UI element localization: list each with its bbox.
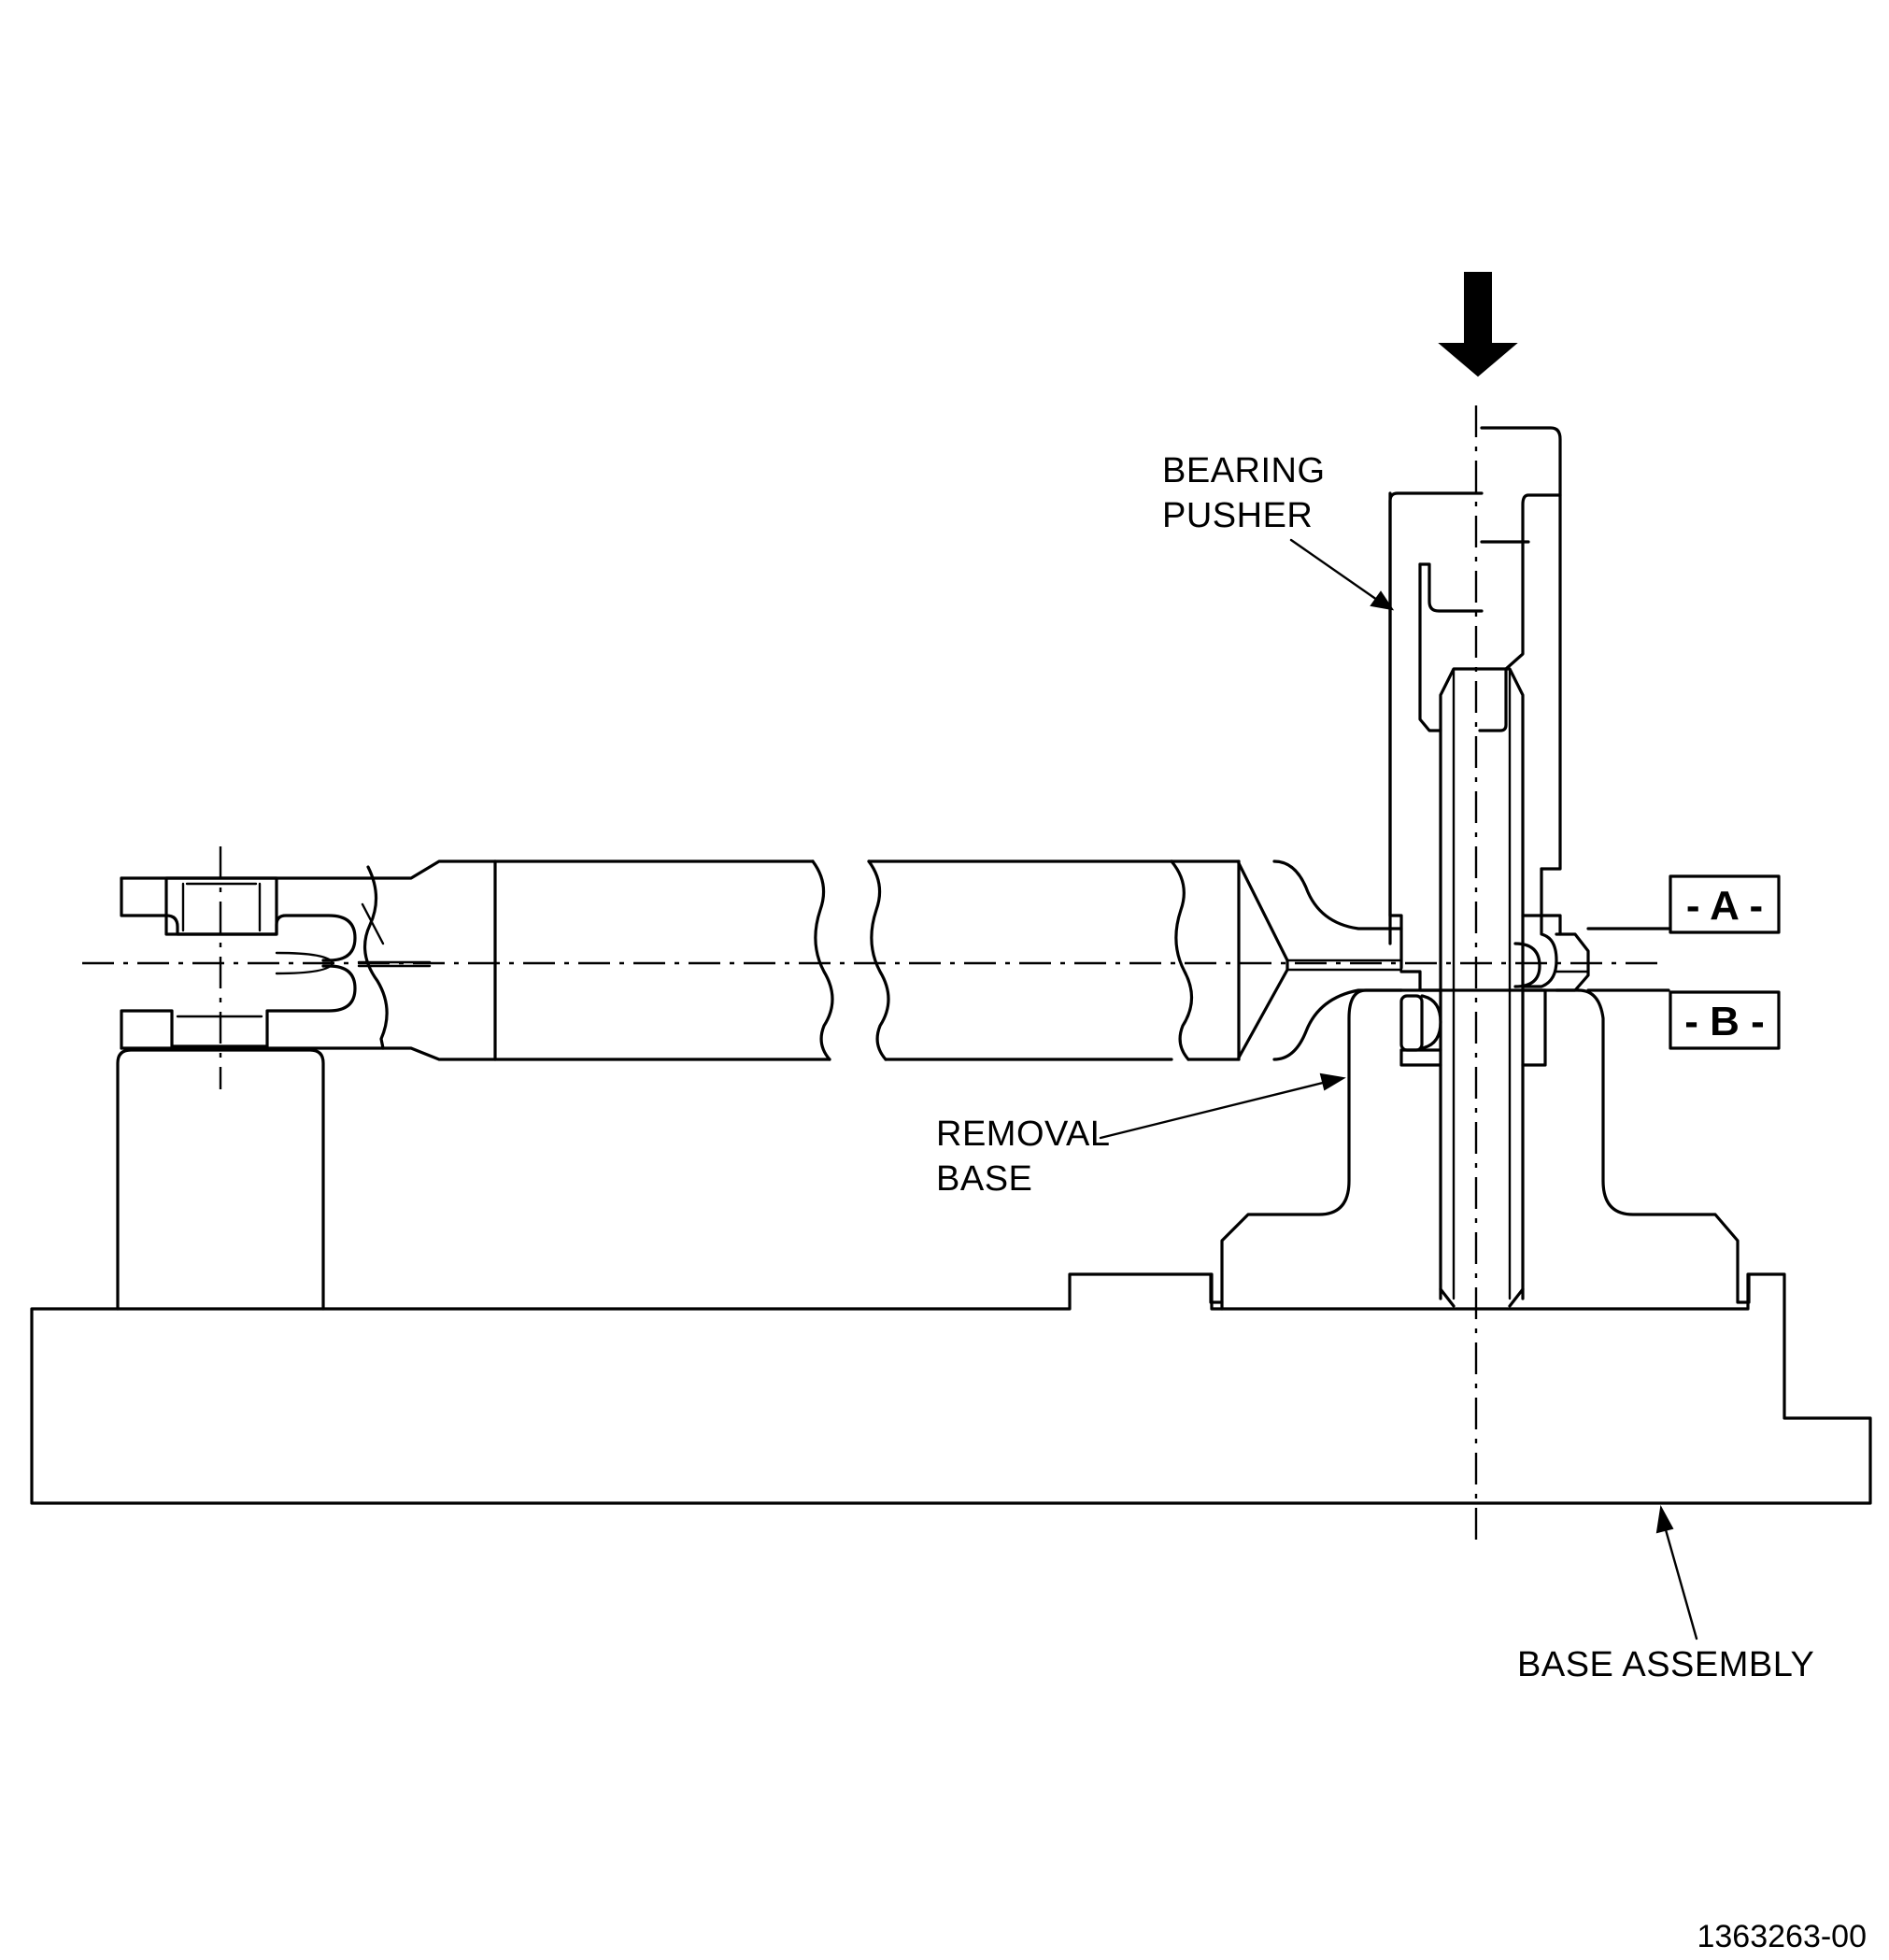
removal-base-leader bbox=[1099, 1072, 1346, 1140]
bearing-pusher-leader bbox=[1289, 538, 1395, 611]
datum-a-label: - A - bbox=[1686, 883, 1763, 929]
figure-number: 1363263-00 bbox=[1697, 1919, 1867, 1954]
bearing-pusher-label-line2: PUSHER bbox=[1162, 496, 1313, 535]
removal-base bbox=[1209, 988, 1751, 1311]
center-pin bbox=[1399, 667, 1590, 1308]
datum-leaders bbox=[1586, 927, 1670, 992]
shaft bbox=[493, 859, 1403, 1061]
removal-base-label-line1: REMOVAL bbox=[936, 1115, 1111, 1154]
base-assembly-leader bbox=[1655, 1504, 1698, 1640]
removal-base-label-line2: BASE bbox=[936, 1159, 1032, 1199]
bearing-pusher bbox=[1388, 426, 1562, 970]
datum-b-box: - B - bbox=[1669, 990, 1781, 1050]
left-support-block bbox=[116, 1048, 325, 1311]
datum-a-box: - A - bbox=[1669, 874, 1781, 934]
clevis-fork bbox=[120, 859, 497, 1061]
bearing-pusher-label-line1: BEARING bbox=[1162, 451, 1326, 490]
base-assembly bbox=[30, 1272, 1872, 1505]
base-assembly-label: BASE ASSEMBLY bbox=[1517, 1645, 1814, 1684]
down-arrow-icon bbox=[1438, 272, 1518, 377]
datum-b-label: - B - bbox=[1684, 999, 1765, 1044]
